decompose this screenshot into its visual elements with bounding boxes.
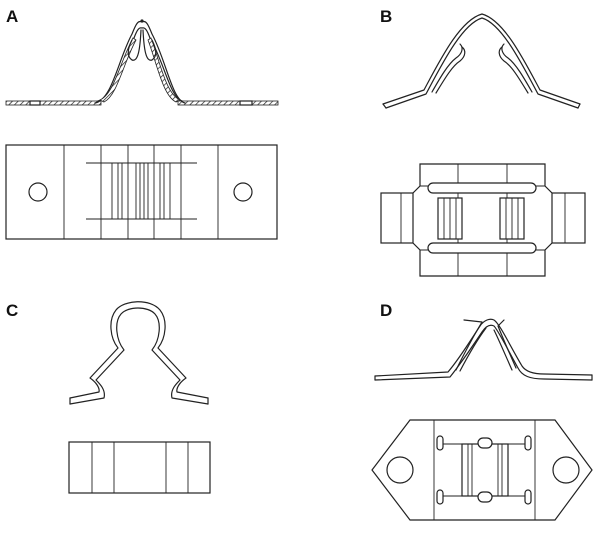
clip-c-plan-view — [68, 441, 211, 494]
clip-b-plan-view — [380, 163, 586, 277]
clip-b-side-view — [382, 13, 581, 109]
clip-d-plan-view — [371, 419, 593, 521]
clip-a-side-view — [5, 19, 279, 106]
clip-a-plan-view — [5, 144, 278, 240]
panel-label-b: B — [380, 7, 393, 26]
clip-d-side-view — [374, 318, 593, 381]
panel-label-a: A — [6, 7, 19, 26]
panel-label-d: D — [380, 301, 393, 320]
clip-c-side-view — [69, 301, 209, 405]
panel-label-c: C — [6, 301, 19, 320]
